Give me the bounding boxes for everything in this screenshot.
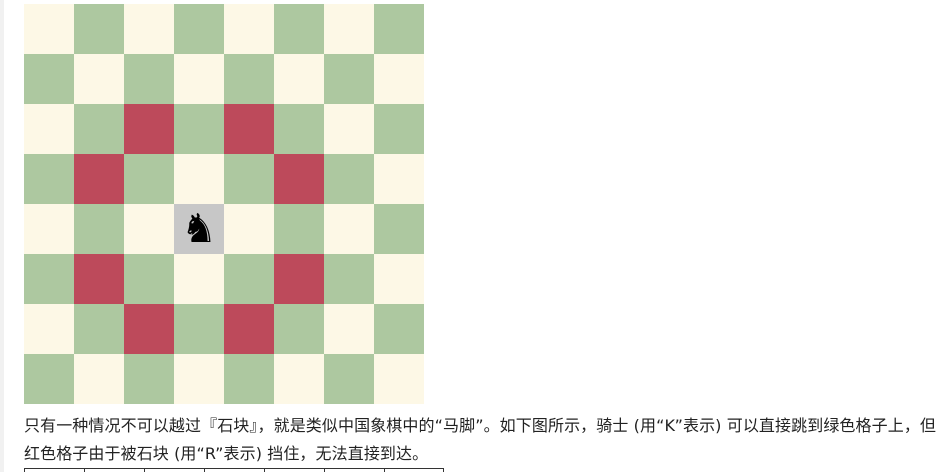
board-square-green [74,304,124,354]
board-square-blocked [124,304,174,354]
board-square-light [24,4,74,54]
board-square-green [224,254,274,304]
board-square-light [124,4,174,54]
board-square-green [24,254,74,304]
board-square-light [74,354,124,404]
board-square-green [124,54,174,104]
board-square-green [224,54,274,104]
board-square-light [324,4,374,54]
board-square-green [374,104,424,154]
board-square-green [124,254,174,304]
board-square-green [324,254,374,304]
board-square-green [74,4,124,54]
board-square-green [274,204,324,254]
board-square-blocked [224,104,274,154]
board-square-light [324,104,374,154]
board-square-light [174,54,224,104]
board-square-light [274,54,324,104]
board-square-green [324,354,374,404]
board-square-green [24,354,74,404]
explanation-paragraph: 只有一种情况不可以越过『石块』，就是类似中国象棋中的“马脚”。如下图所示，骑士 … [24,416,937,463]
board-square-green [274,4,324,54]
board-square-light [374,354,424,404]
board-square-green [274,304,324,354]
board-square-light [24,304,74,354]
board-square-green [324,154,374,204]
board-square-light [174,154,224,204]
board-square-blocked [124,104,174,154]
board-square-light [274,354,324,404]
board-square-light [224,4,274,54]
board-square-blocked [74,254,124,304]
board-square-green [374,4,424,54]
board-square-blocked [274,254,324,304]
board-square-green [74,104,124,154]
board-square-green [224,154,274,204]
board-square-blocked [274,154,324,204]
left-border [0,0,4,472]
board-square-light [24,104,74,154]
board-square-green [24,54,74,104]
board-square-knight: ♞ [174,204,224,254]
board-square-green [324,54,374,104]
board-square-blocked [224,304,274,354]
board-square-light [374,254,424,304]
board-square-green [374,204,424,254]
board-square-blocked [74,154,124,204]
board-square-green [124,354,174,404]
board-square-green [374,304,424,354]
board-square-green [124,154,174,204]
board-square-green [74,204,124,254]
board-square-green [174,304,224,354]
board-square-green [174,4,224,54]
table-top-edge [24,468,444,472]
board-square-light [224,204,274,254]
board-square-light [324,304,374,354]
board-square-light [324,204,374,254]
chess-knight-icon: ♞ [181,206,217,252]
board-square-green [224,354,274,404]
board-square-green [274,104,324,154]
board-square-light [174,354,224,404]
board-square-light [24,204,74,254]
board-square-light [74,54,124,104]
board-square-green [174,104,224,154]
board-square-light [124,204,174,254]
board-square-light [374,54,424,104]
chess-board: ♞ [24,4,424,404]
board-square-green [24,154,74,204]
board-square-light [374,154,424,204]
board-square-light [174,254,224,304]
